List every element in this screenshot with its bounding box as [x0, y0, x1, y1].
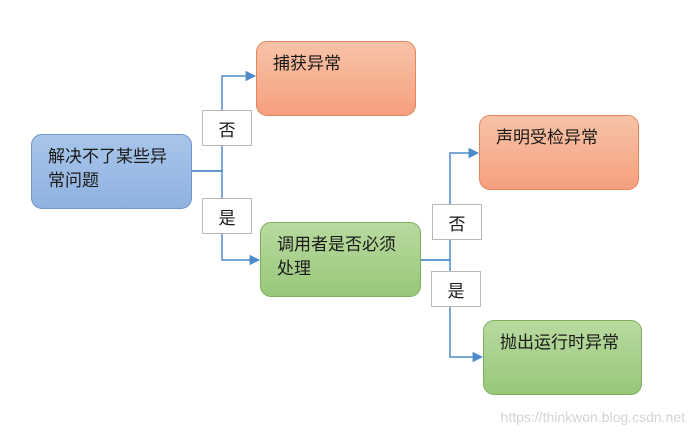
edge-label-caller-yes-text: 是 — [447, 281, 465, 302]
edge-label-caller-no-text: 否 — [448, 214, 466, 235]
node-unresolvable-exception: 解决不了某些异常问题 — [31, 134, 192, 209]
node-declare-checked-exception-label: 声明受检异常 — [496, 128, 598, 148]
node-caller-must-handle-label: 调用者是否必须处理 — [277, 235, 396, 279]
edge-label-caller-yes: 是 — [431, 271, 481, 307]
node-declare-checked-exception: 声明受检异常 — [479, 115, 639, 190]
edge-label-root-yes-text: 是 — [218, 208, 236, 229]
node-catch-exception: 捕获异常 — [256, 41, 416, 116]
node-throw-runtime-exception-label: 抛出运行时异常 — [500, 333, 619, 353]
edge-label-root-yes: 是 — [202, 198, 252, 234]
edge-label-root-no-text: 否 — [218, 120, 236, 141]
node-unresolvable-exception-label: 解决不了某些异常问题 — [48, 147, 167, 191]
connector-caller-throw — [421, 259, 484, 363]
node-caller-must-handle: 调用者是否必须处理 — [260, 222, 421, 297]
watermark: https://thinkwon.blog.csdn.net — [500, 409, 685, 425]
node-throw-runtime-exception: 抛出运行时异常 — [483, 320, 642, 395]
edge-label-caller-no: 否 — [432, 204, 482, 240]
edge-label-root-no: 否 — [202, 110, 252, 146]
node-catch-exception-label: 捕获异常 — [273, 54, 341, 74]
